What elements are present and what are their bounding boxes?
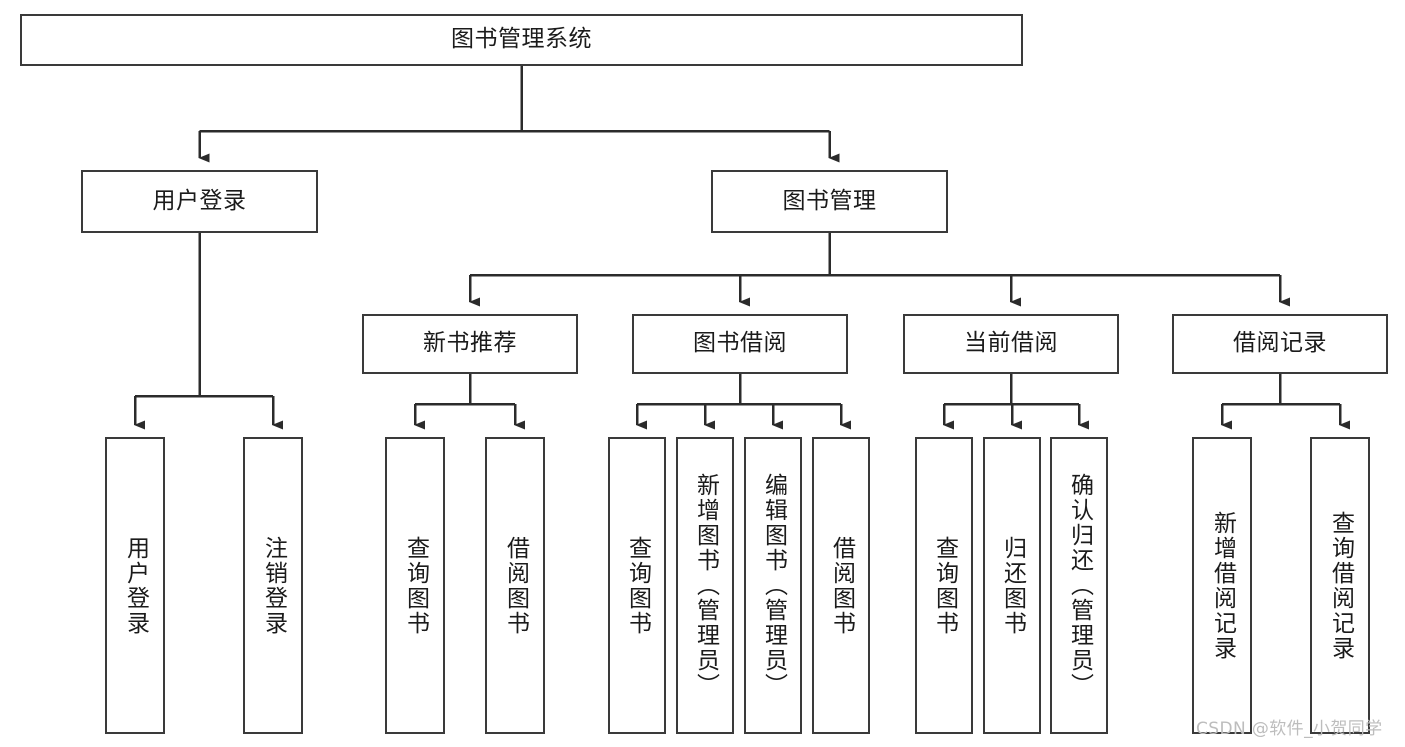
node-leaf-borrow-book-2[interactable]: 借阅图书 xyxy=(812,437,870,734)
node-label-leaf-query-book-2: 查询图书 xyxy=(624,535,651,636)
node-label-leaf-user-logout: 注销登录 xyxy=(260,535,287,636)
node-label-leaf-edit-book: 编辑图书（管理员） xyxy=(760,473,787,698)
edge-paths xyxy=(133,66,1350,430)
node-label-user-login: 用户登录 xyxy=(152,187,247,214)
node-label-leaf-query-record: 查询借阅记录 xyxy=(1327,510,1354,661)
node-label-new-book-rec: 新书推荐 xyxy=(423,330,517,357)
node-leaf-add-record[interactable]: 新增借阅记录 xyxy=(1192,437,1252,734)
node-new-book-rec[interactable]: 新书推荐 xyxy=(362,314,578,374)
node-label-leaf-add-record: 新增借阅记录 xyxy=(1209,510,1236,661)
node-leaf-edit-book[interactable]: 编辑图书（管理员） xyxy=(744,437,802,734)
node-label-book-manage: 图书管理 xyxy=(782,187,877,214)
node-label-leaf-query-book-1: 查询图书 xyxy=(402,535,429,636)
node-leaf-return-book[interactable]: 归还图书 xyxy=(983,437,1041,734)
node-leaf-confirm-return[interactable]: 确认归还（管理员） xyxy=(1050,437,1108,734)
node-book-manage[interactable]: 图书管理 xyxy=(711,170,948,233)
node-label-current-borrow: 当前借阅 xyxy=(964,330,1058,357)
node-label-leaf-add-book: 新增图书（管理员） xyxy=(692,473,719,698)
node-user-login[interactable]: 用户登录 xyxy=(81,170,318,233)
node-leaf-add-book[interactable]: 新增图书（管理员） xyxy=(676,437,734,734)
node-label-root: 图书管理系统 xyxy=(451,26,592,53)
node-leaf-query-book-3[interactable]: 查询图书 xyxy=(915,437,973,734)
csdn-watermark: CSDN @软件_小贺同学 xyxy=(1196,719,1383,739)
node-borrow-record[interactable]: 借阅记录 xyxy=(1172,314,1388,374)
node-leaf-user-login[interactable]: 用户登录 xyxy=(105,437,165,734)
node-root[interactable]: 图书管理系统 xyxy=(20,14,1023,66)
node-label-leaf-user-login: 用户登录 xyxy=(122,535,149,636)
node-book-borrow[interactable]: 图书借阅 xyxy=(632,314,848,374)
node-label-leaf-borrow-book-2: 借阅图书 xyxy=(828,535,855,636)
node-label-leaf-confirm-return: 确认归还（管理员） xyxy=(1066,473,1093,698)
node-label-leaf-return-book: 归还图书 xyxy=(999,535,1026,636)
node-leaf-query-book-2[interactable]: 查询图书 xyxy=(608,437,666,734)
node-leaf-query-book-1[interactable]: 查询图书 xyxy=(385,437,445,734)
node-leaf-user-logout[interactable]: 注销登录 xyxy=(243,437,303,734)
node-label-leaf-borrow-book-1: 借阅图书 xyxy=(502,535,529,636)
node-label-leaf-query-book-3: 查询图书 xyxy=(931,535,958,636)
node-leaf-borrow-book-1[interactable]: 借阅图书 xyxy=(485,437,545,734)
node-leaf-query-record[interactable]: 查询借阅记录 xyxy=(1310,437,1370,734)
node-label-book-borrow: 图书借阅 xyxy=(693,330,787,357)
node-current-borrow[interactable]: 当前借阅 xyxy=(903,314,1119,374)
node-label-borrow-record: 借阅记录 xyxy=(1233,330,1327,357)
